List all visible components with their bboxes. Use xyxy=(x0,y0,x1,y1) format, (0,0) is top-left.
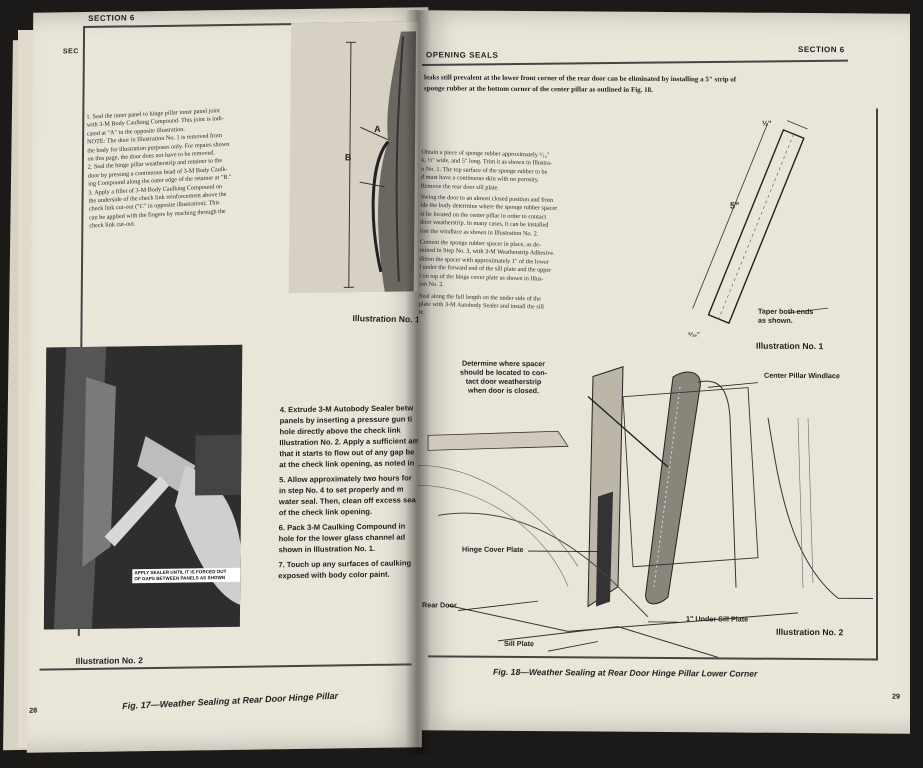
ill1-label-b: B xyxy=(344,152,352,163)
left-under-header: SEC xyxy=(62,48,79,56)
fig18-caption: Fig. 18—Weather Sealing at Rear Door Hin… xyxy=(493,666,758,679)
sponge-strip-drawing xyxy=(692,120,829,325)
ill1-dim-bottom: ⁵⁄₁₆" xyxy=(688,332,700,339)
ill1-taper-note: Taper both ends as shown. xyxy=(758,306,814,325)
hinge-pillar-drawing xyxy=(418,366,873,658)
photo-note-label: APPLY SEALER UNTIL IT IS FORCED OUT OF G… xyxy=(132,567,241,584)
right-procedure-text: Obtain a piece of sponge rubber approxim… xyxy=(418,148,558,316)
ill2-under-sill-label: 1" Under Sill Plate xyxy=(686,614,749,624)
ill1-dim-top: ½" xyxy=(762,118,772,128)
ill2-spacer-callout: Determine where spacer should be located… xyxy=(460,358,548,396)
fig17-caption: Fig. 17—Weather Sealing at Rear Door Hin… xyxy=(122,690,339,712)
right-ill1-caption: Illustration No. 1 xyxy=(756,340,824,352)
book-gutter xyxy=(405,10,431,755)
ill1-label-a: A xyxy=(374,123,381,134)
left-page-number: 28 xyxy=(29,705,38,715)
right-page: OPENING SEALS SECTION 6 leaks still prev… xyxy=(418,10,910,734)
ill2-center-pillar-label: Center Pillar Windlace xyxy=(764,370,840,381)
ill1-dim-side: 5" xyxy=(730,200,740,211)
right-intro-text: leaks still prevalent at the lower front… xyxy=(424,73,737,94)
right-ill2-caption: Illustration No. 2 xyxy=(776,626,844,638)
left-procedure-text: 1. Seal the inner panel to hinge pillar … xyxy=(86,107,232,230)
door-edge-drawing xyxy=(343,31,417,292)
left-ill2-caption: Illustration No. 2 xyxy=(75,655,143,667)
ill2-sill-plate-label: Sill Plate xyxy=(504,638,534,649)
left-section-header: SECTION 6 xyxy=(88,13,135,23)
right-header-rule xyxy=(422,59,848,67)
ill2-hinge-cover-label: Hinge Cover Plate xyxy=(462,544,524,555)
right-header-right: SECTION 6 xyxy=(798,44,845,55)
right-header-left: OPENING SEALS xyxy=(426,50,499,60)
right-page-number: 29 xyxy=(892,691,900,701)
sealer-gun-photo xyxy=(43,344,243,630)
illustration-2-photo: APPLY SEALER UNTIL IT IS FORCED OUT OF G… xyxy=(43,344,243,630)
left-page: SECTION 6 SEC 1. Seal the inner panel to… xyxy=(26,7,429,753)
illustration-1-image: A B xyxy=(288,21,422,294)
